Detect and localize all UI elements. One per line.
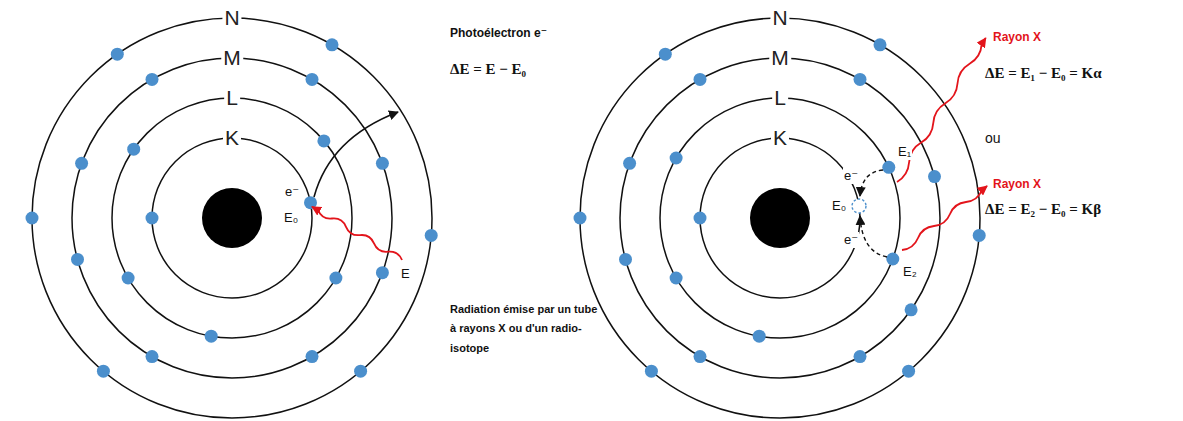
electron-label: e⁻ <box>843 168 859 184</box>
shell-label: L <box>772 85 788 110</box>
nucleus <box>202 188 262 248</box>
electron-dot <box>376 157 389 170</box>
electron-dot <box>905 303 918 316</box>
energy-label: E₂ <box>902 264 918 280</box>
electron-dot <box>694 350 707 363</box>
electron-dot <box>329 272 342 285</box>
equation: ΔE = E − E₀ <box>450 60 526 78</box>
electron-dot <box>111 48 124 61</box>
callout-note: Radiation émise par un tube à rayons X o… <box>450 300 600 358</box>
electron-dot <box>306 350 319 363</box>
shell-label: M <box>221 45 243 70</box>
electron-dot <box>973 229 986 242</box>
photoelectron-path <box>314 112 398 197</box>
electron-dot <box>354 365 367 378</box>
electron-label: e⁻ <box>284 184 300 200</box>
electron-dot <box>753 330 766 343</box>
vacancy <box>852 199 866 213</box>
shell-label: K <box>771 125 789 150</box>
equation: ΔE = E₂ − E₀ = Kβ <box>985 200 1101 218</box>
electron-dot <box>874 38 887 51</box>
electron-dot <box>326 38 339 51</box>
electron-dot <box>75 157 88 170</box>
electron-dot <box>127 143 140 156</box>
electron-dot <box>304 196 317 209</box>
energy-label: E₀ <box>831 198 847 214</box>
shell-label: L <box>224 85 240 110</box>
x-ray-label: Rayon X <box>993 30 1041 44</box>
electron-dot <box>574 212 587 225</box>
electron-dot <box>854 73 867 86</box>
shell-label: N <box>222 5 241 30</box>
electron-dot <box>854 350 867 363</box>
electron-shells <box>32 18 980 418</box>
electron-dot <box>97 365 110 378</box>
electron-dot <box>619 253 632 266</box>
electron-dot <box>670 152 683 165</box>
incident-radiation <box>312 207 402 260</box>
electron-dot <box>205 330 218 343</box>
x-ray-emission <box>897 38 986 182</box>
electron-dot <box>26 212 39 225</box>
connective-text: ou <box>985 130 1001 147</box>
electron-dot <box>425 229 438 242</box>
equation: ΔE = E₁ − E₀ = Kα <box>985 64 1102 82</box>
callout-text: Photoélectron e⁻ <box>450 26 547 40</box>
transition-arrow <box>860 216 887 257</box>
electron-dot <box>902 365 915 378</box>
electron-dot <box>670 272 683 285</box>
electron-dot <box>623 157 636 170</box>
electron-dot <box>659 48 672 61</box>
electron-dot <box>928 170 941 183</box>
electron-label: e⁻ <box>843 232 859 248</box>
nucleus <box>750 188 810 248</box>
electron-dot <box>71 253 84 266</box>
shell-label: K <box>223 125 241 150</box>
electron-dot <box>306 73 319 86</box>
electron-dot <box>882 161 895 174</box>
electron-dot <box>886 253 899 266</box>
energy-label: E₀ <box>283 210 299 226</box>
x-ray-label: Rayon X <box>993 177 1041 191</box>
electron-dot <box>122 272 135 285</box>
shell-label: M <box>769 45 791 70</box>
electron-dot <box>317 134 330 147</box>
shell-label: N <box>770 5 789 30</box>
electron-dot <box>146 73 159 86</box>
electron-dots <box>26 38 986 377</box>
electron-dot <box>645 365 658 378</box>
electron-dot <box>694 73 707 86</box>
electron-dot <box>146 212 159 225</box>
x-ray-emission <box>902 186 987 250</box>
energy-label: E <box>400 266 411 282</box>
transition-arrow <box>860 170 883 196</box>
electron-dot <box>146 350 159 363</box>
electron-dot <box>694 212 707 225</box>
energy-label: E₁ <box>897 144 912 160</box>
electron-dot <box>376 266 389 279</box>
